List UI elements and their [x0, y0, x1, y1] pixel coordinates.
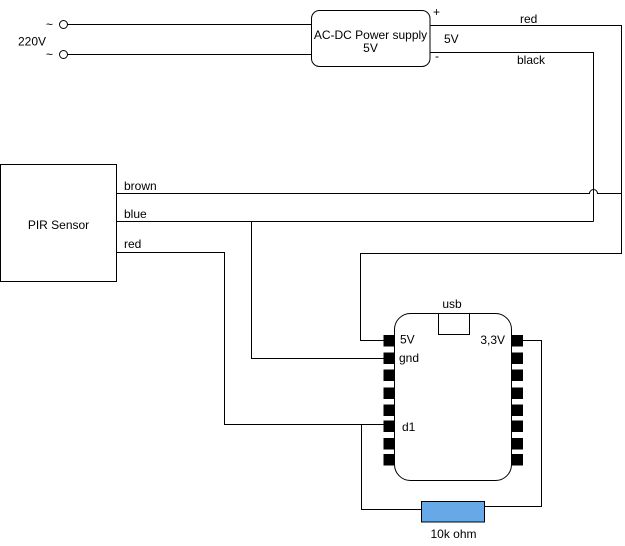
power-supply-plus-label: +	[433, 5, 440, 19]
pir-sensor-box	[0, 164, 117, 282]
mcu-pin-label-d1: d1	[402, 420, 416, 434]
mcu-pin-left-8	[383, 454, 395, 466]
ac-terminal-1	[59, 20, 68, 29]
mcu-pin-left-7	[383, 438, 395, 450]
power-supply-minus-label: -	[435, 49, 439, 63]
mcu-pin-label-3v3: 3,3V	[480, 333, 505, 347]
mcu-pin-right-6	[511, 420, 523, 432]
mcu-pin-left-1-5v	[383, 335, 395, 347]
wire-pir-red-to-d1	[116, 252, 384, 425]
ac-phase-symbol-1: ~	[46, 18, 53, 32]
wire-pir-brown	[116, 189, 622, 194]
power-supply-box	[311, 10, 431, 67]
wire-3v3-to-resistor	[484, 340, 542, 507]
ac-terminal-2	[59, 50, 68, 59]
mcu-pin-right-2	[511, 352, 523, 364]
usb-label: usb	[442, 297, 462, 311]
wire-d1-to-resistor	[361, 424, 422, 510]
mcu-pin-label-5v: 5V	[400, 333, 415, 347]
mcu-pin-left-5	[383, 404, 395, 416]
wire-dc-positive-red	[360, 25, 622, 341]
wire-label-blue: blue	[124, 207, 147, 221]
power-supply-name: AC-DC Power supply	[314, 28, 427, 42]
wire-label-red: red	[520, 12, 537, 26]
wire-blue-branch-to-gnd	[251, 221, 384, 359]
mcu-pin-right-8	[511, 454, 523, 466]
usb-connector	[438, 313, 470, 335]
mcu-pin-right-7	[511, 438, 523, 450]
resistor-10k	[421, 501, 485, 523]
mcu-pin-right-1-3v3	[511, 335, 523, 347]
wire-label-brown: brown	[124, 179, 157, 193]
mcu-pin-right-4	[511, 387, 523, 399]
wire-label-black: black	[517, 53, 546, 67]
wire-label-pir-red: red	[124, 237, 141, 251]
mcu-pin-right-5	[511, 404, 523, 416]
mcu-pin-left-6-d1	[383, 420, 395, 432]
resistor-label: 10k ohm	[430, 527, 476, 541]
mcu-pin-left-2-gnd	[383, 352, 395, 364]
ac-phase-symbol-2: ~	[46, 48, 53, 62]
wire-dc-negative-black	[430, 52, 594, 222]
power-supply-output-label: 5V	[444, 32, 459, 46]
mcu-pin-left-4	[383, 387, 395, 399]
mcu-pin-left-3	[383, 369, 395, 381]
mcu-pin-label-gnd: gnd	[399, 351, 419, 365]
mcu-pin-right-3	[511, 369, 523, 381]
pir-sensor-name: PIR Sensor	[28, 218, 89, 232]
ac-voltage-label: 220V	[18, 35, 46, 49]
power-supply-voltage: 5V	[363, 41, 378, 55]
